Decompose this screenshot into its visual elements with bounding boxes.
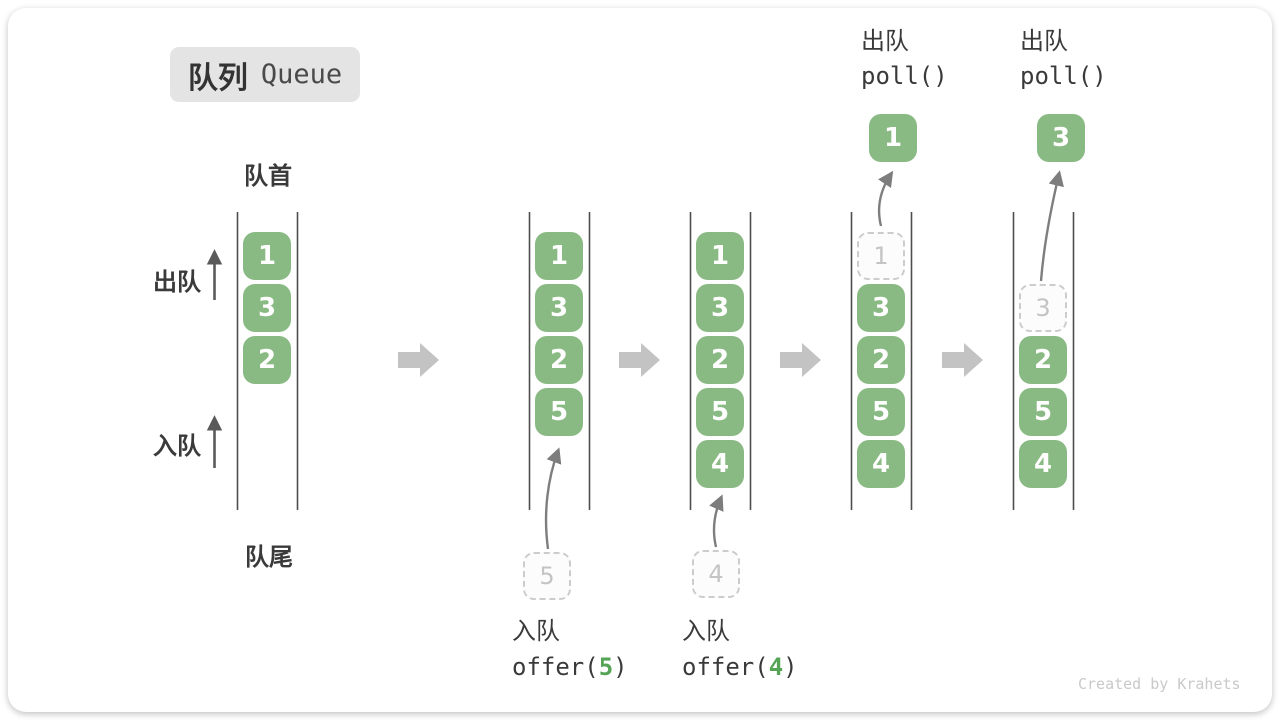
dequeue-side-label: 出队 bbox=[153, 268, 201, 296]
queue-cell: 3 bbox=[243, 284, 291, 332]
poll-2-operation-label: 出队 poll() bbox=[1020, 24, 1107, 94]
polled-ghost-cell: 3 bbox=[1019, 284, 1067, 332]
operation-arrows bbox=[544, 170, 1064, 550]
queue-cell: 3 bbox=[696, 284, 744, 332]
queue-rails bbox=[236, 212, 1075, 510]
enqueue-5-arrow-icon bbox=[544, 447, 562, 550]
dequeue-code-text: poll() bbox=[1020, 62, 1107, 90]
queue-cell: 2 bbox=[535, 336, 583, 384]
queue-cell: 1 bbox=[243, 232, 291, 280]
code-prefix: offer( bbox=[682, 653, 769, 681]
polled-ghost-cell: 1 bbox=[857, 232, 905, 280]
queue-cell: 4 bbox=[1019, 440, 1067, 488]
block-arrow-icon bbox=[619, 343, 660, 377]
poll-1-operation-label: 出队 poll() bbox=[861, 24, 948, 94]
enqueue-5-operation-label: 入队 offer(5) bbox=[512, 613, 628, 685]
queue-cell: 3 bbox=[535, 284, 583, 332]
queue-cell: 5 bbox=[535, 388, 583, 436]
dequeue-code-text: poll() bbox=[861, 62, 948, 90]
block-arrow-icon bbox=[942, 343, 983, 377]
queue-front-label: 队首 bbox=[244, 162, 292, 190]
incoming-ghost-cell: 4 bbox=[692, 550, 740, 598]
queue-cell: 5 bbox=[857, 388, 905, 436]
enqueue-side-label: 入队 bbox=[153, 432, 201, 460]
title-badge: 队列 Queue bbox=[170, 47, 360, 102]
enqueue-4-arrow-icon bbox=[709, 494, 724, 548]
poll-3-arrow-icon bbox=[1039, 170, 1064, 282]
code-arg: 4 bbox=[768, 653, 784, 681]
queue-cell: 4 bbox=[857, 440, 905, 488]
block-arrow-icon bbox=[398, 343, 439, 377]
enqueue-code-text: offer(4) bbox=[682, 649, 798, 685]
queue-cell: 3 bbox=[857, 284, 905, 332]
title-zh: 队列 bbox=[187, 60, 248, 96]
code-arg: 5 bbox=[598, 653, 614, 681]
dequeue-action-text: 出队 bbox=[861, 27, 909, 55]
code-suffix: ) bbox=[613, 653, 628, 681]
code-prefix: offer( bbox=[512, 653, 599, 681]
queue-cell: 2 bbox=[696, 336, 744, 384]
title-en: Queue bbox=[260, 59, 343, 90]
poll-1-arrow-icon bbox=[877, 170, 894, 227]
enqueue-action-text: 入队 bbox=[682, 617, 730, 645]
enqueue-code-text: offer(5) bbox=[512, 649, 628, 685]
incoming-ghost-cell: 5 bbox=[523, 552, 571, 600]
watermark: Created by Krahets bbox=[1078, 675, 1241, 693]
queue-cell: 4 bbox=[696, 440, 744, 488]
queue-rear-label: 队尾 bbox=[245, 543, 293, 571]
block-arrow-icon bbox=[780, 343, 821, 377]
queue-cell: 1 bbox=[535, 232, 583, 280]
dequeue-action-text: 出队 bbox=[1020, 27, 1068, 55]
state-transition-arrows bbox=[398, 343, 983, 377]
queue-cell: 2 bbox=[1019, 336, 1067, 384]
queue-cell: 5 bbox=[1019, 388, 1067, 436]
queue-cell: 2 bbox=[857, 336, 905, 384]
queue-cell: 2 bbox=[243, 336, 291, 384]
polled-out-cell: 3 bbox=[1037, 114, 1085, 162]
queue-cell: 5 bbox=[696, 388, 744, 436]
polled-out-cell: 1 bbox=[869, 114, 917, 162]
enqueue-action-text: 入队 bbox=[512, 617, 560, 645]
enqueue-4-operation-label: 入队 offer(4) bbox=[682, 613, 798, 685]
code-suffix: ) bbox=[783, 653, 798, 681]
queue-cell: 1 bbox=[696, 232, 744, 280]
